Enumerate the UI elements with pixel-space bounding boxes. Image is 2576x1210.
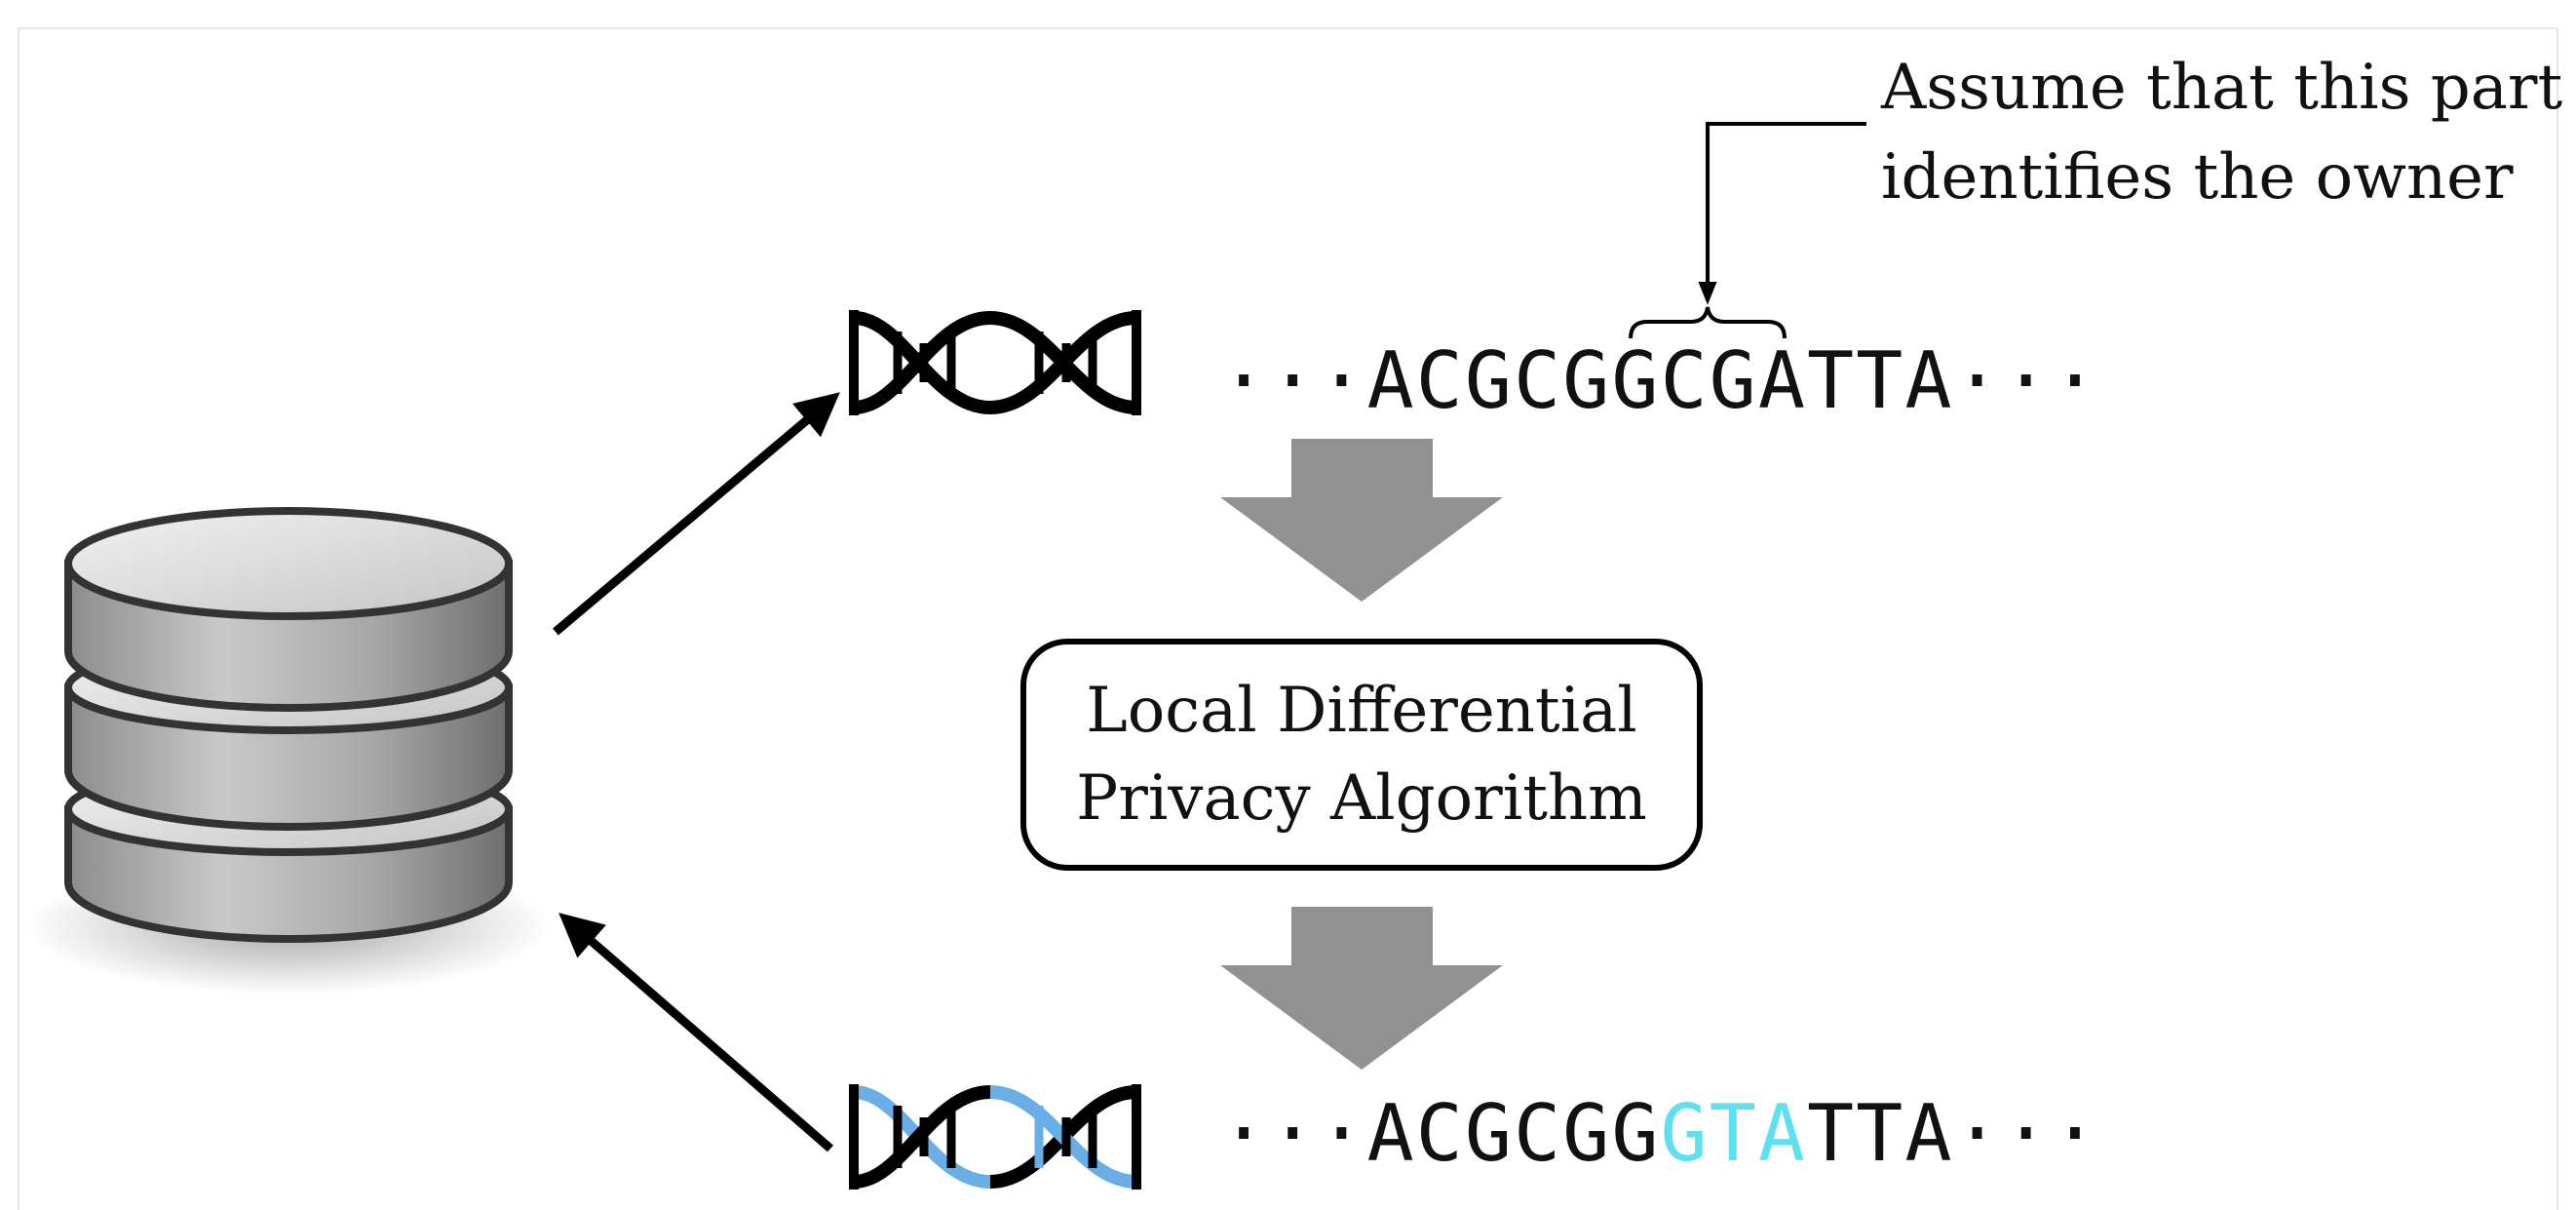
original-sequence: ···ACGCGGCGATTA··· [1220,337,2100,425]
sequence-perturbed-part: GTA [1660,1088,1807,1179]
sequence-suffix: ··· [1953,1088,2100,1179]
database-disk-top [64,507,513,712]
arrow-to-database [558,913,833,1152]
database-icon [25,507,552,995]
block-arrow-down-top [1220,439,1503,602]
sequence-suffix: ··· [1953,335,2100,426]
block-arrow-down-bottom [1220,907,1503,1070]
perturbed-sequence: ···ACGCGGGTATTA··· [1220,1090,2100,1178]
dna-perturbed-icon [849,1084,1141,1190]
annotation-text: Assume that this part identifies the own… [1881,43,2563,222]
sequence-tail: TTA [1806,335,1954,426]
sequence-prefix: ··· [1220,335,1367,426]
algorithm-line-1: Local Differential [1086,675,1637,747]
identifying-brace [1629,306,1787,339]
annotation-line-1: Assume that this part [1881,52,2563,124]
figure-frame [18,27,2558,1210]
annotation-line-2: identifies the owner [1881,141,2514,214]
sequence-tail: TTA [1806,1088,1954,1179]
algorithm-line-2: Privacy Algorithm [1076,762,1647,835]
sequence-head: ACGCGG [1366,1088,1661,1179]
sequence-identifying-part: CGA [1660,335,1807,426]
arrow-to-original-dna [553,392,840,636]
annotation-pointer [1698,122,1866,305]
sequence-prefix: ··· [1220,1088,1367,1179]
dna-icon [849,310,1141,415]
sequence-head: ACGCGG [1366,335,1661,426]
ldp-algorithm-box: Local Differential Privacy Algorithm [1020,639,1703,871]
